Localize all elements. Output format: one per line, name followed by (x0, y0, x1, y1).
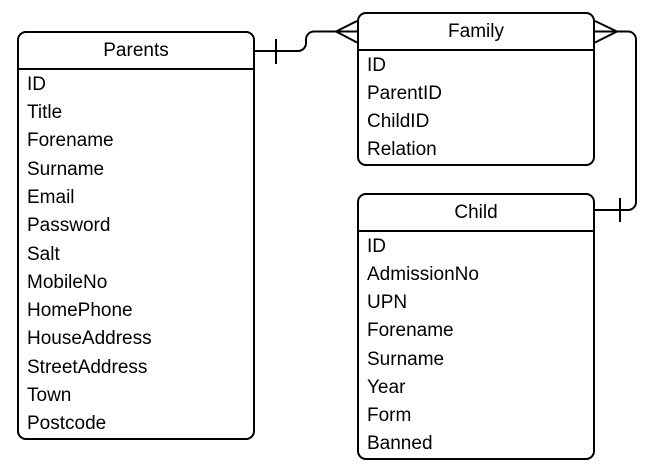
field-row: Postcode (27, 413, 107, 435)
field-row: Year (367, 376, 406, 398)
field-row: Surname (367, 348, 445, 370)
field-row: Forename (367, 320, 454, 342)
field-row: Title (27, 101, 63, 123)
field-row: Town (27, 385, 72, 407)
field-row: HomePhone (27, 300, 133, 322)
field-row: MobileNo (27, 271, 108, 293)
field-row: Relation (367, 139, 437, 161)
field-row: ID (27, 73, 46, 95)
field-row: ChildID (367, 111, 430, 133)
field-row: Email (27, 186, 75, 208)
field-row: Forename (27, 130, 114, 152)
field-row: AdmissionNo (367, 263, 479, 285)
field-row: ParentID (367, 82, 442, 104)
relationship-parents-family (255, 20, 358, 64)
field-row: Password (27, 215, 111, 237)
entity-child-title: Child (359, 195, 593, 232)
cardinality-many-crowfoot-family-left (335, 20, 358, 44)
field-row: Form (367, 405, 412, 427)
field-row: StreetAddress (27, 356, 148, 378)
field-row: HouseAddress (27, 328, 152, 350)
field-row: Salt (27, 243, 60, 265)
entity-family-title: Family (359, 14, 593, 51)
field-row: Surname (27, 158, 105, 180)
field-row: ID (367, 235, 386, 257)
entity-family: Family ID ParentID ChildID Relation (357, 12, 595, 166)
field-row: Banned (367, 433, 433, 455)
field-row: UPN (367, 292, 408, 314)
entity-family-fields: ID ParentID ChildID Relation (359, 51, 593, 164)
relationship-child-family (594, 20, 637, 222)
entity-parents-title: Parents (19, 33, 253, 70)
connector-parents-family-line (255, 30, 336, 52)
cardinality-many-crowfoot-family-right (594, 20, 618, 44)
field-row: ID (367, 54, 386, 76)
connector-child-family-line (595, 30, 637, 211)
